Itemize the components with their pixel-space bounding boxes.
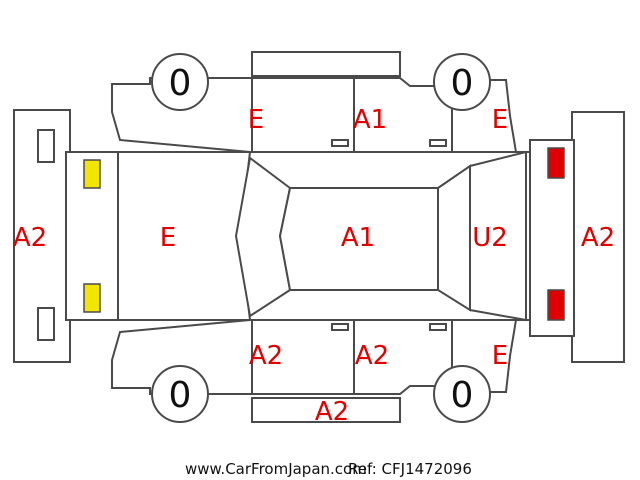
front-light-marker-upper: [83, 159, 101, 189]
tailgate-panel: [469, 150, 527, 322]
tire-front-left: [151, 53, 209, 111]
bottom-sill-panel: [251, 397, 401, 423]
code-bottom-rear-fender: E: [492, 341, 508, 371]
front-light-marker-lower: [83, 283, 101, 313]
bottom-rear-door-handle: [429, 323, 447, 331]
code-top-rear-fender: E: [492, 105, 508, 135]
code-top-front-door: E: [248, 105, 264, 135]
tire-front-right-score: 0: [169, 375, 192, 416]
rear-window: [437, 164, 471, 312]
roof-panel: [278, 187, 439, 291]
tire-rear-right: [433, 365, 491, 423]
code-bottom-sill: A2: [315, 397, 349, 427]
code-bottom-rear-door: A2: [355, 341, 389, 371]
top-front-door-handle: [331, 139, 349, 147]
code-hood: E: [160, 223, 176, 253]
footer-ref: Ref: CFJ1472096: [348, 460, 472, 478]
top-side-body: [111, 77, 518, 153]
rear-light-marker-lower: [547, 289, 565, 321]
right-bumper: [571, 111, 625, 363]
tire-front-right: [151, 365, 209, 423]
rear-light-marker-upper: [547, 147, 565, 179]
code-top-rear-door: A1: [353, 105, 387, 135]
bottom-front-door-handle: [331, 323, 349, 331]
left-bumper-light-upper: [37, 129, 55, 163]
hood-panel: [117, 151, 252, 321]
left-bumper-light-lower: [37, 307, 55, 341]
code-left-bumper: A2: [13, 223, 47, 253]
tire-rear-right-score: 0: [451, 375, 474, 416]
code-roof: A1: [341, 223, 375, 253]
tire-rear-left-score: 0: [451, 63, 474, 104]
top-rear-door-handle: [429, 139, 447, 147]
footer-site: www.CarFromJapan.com: [185, 460, 367, 478]
tire-front-left-score: 0: [169, 63, 192, 104]
tire-rear-left: [433, 53, 491, 111]
code-bottom-front-door: A2: [249, 341, 283, 371]
code-tailgate: U2: [472, 223, 508, 253]
code-right-bumper: A2: [581, 223, 615, 253]
top-sill-panel: [251, 51, 401, 77]
